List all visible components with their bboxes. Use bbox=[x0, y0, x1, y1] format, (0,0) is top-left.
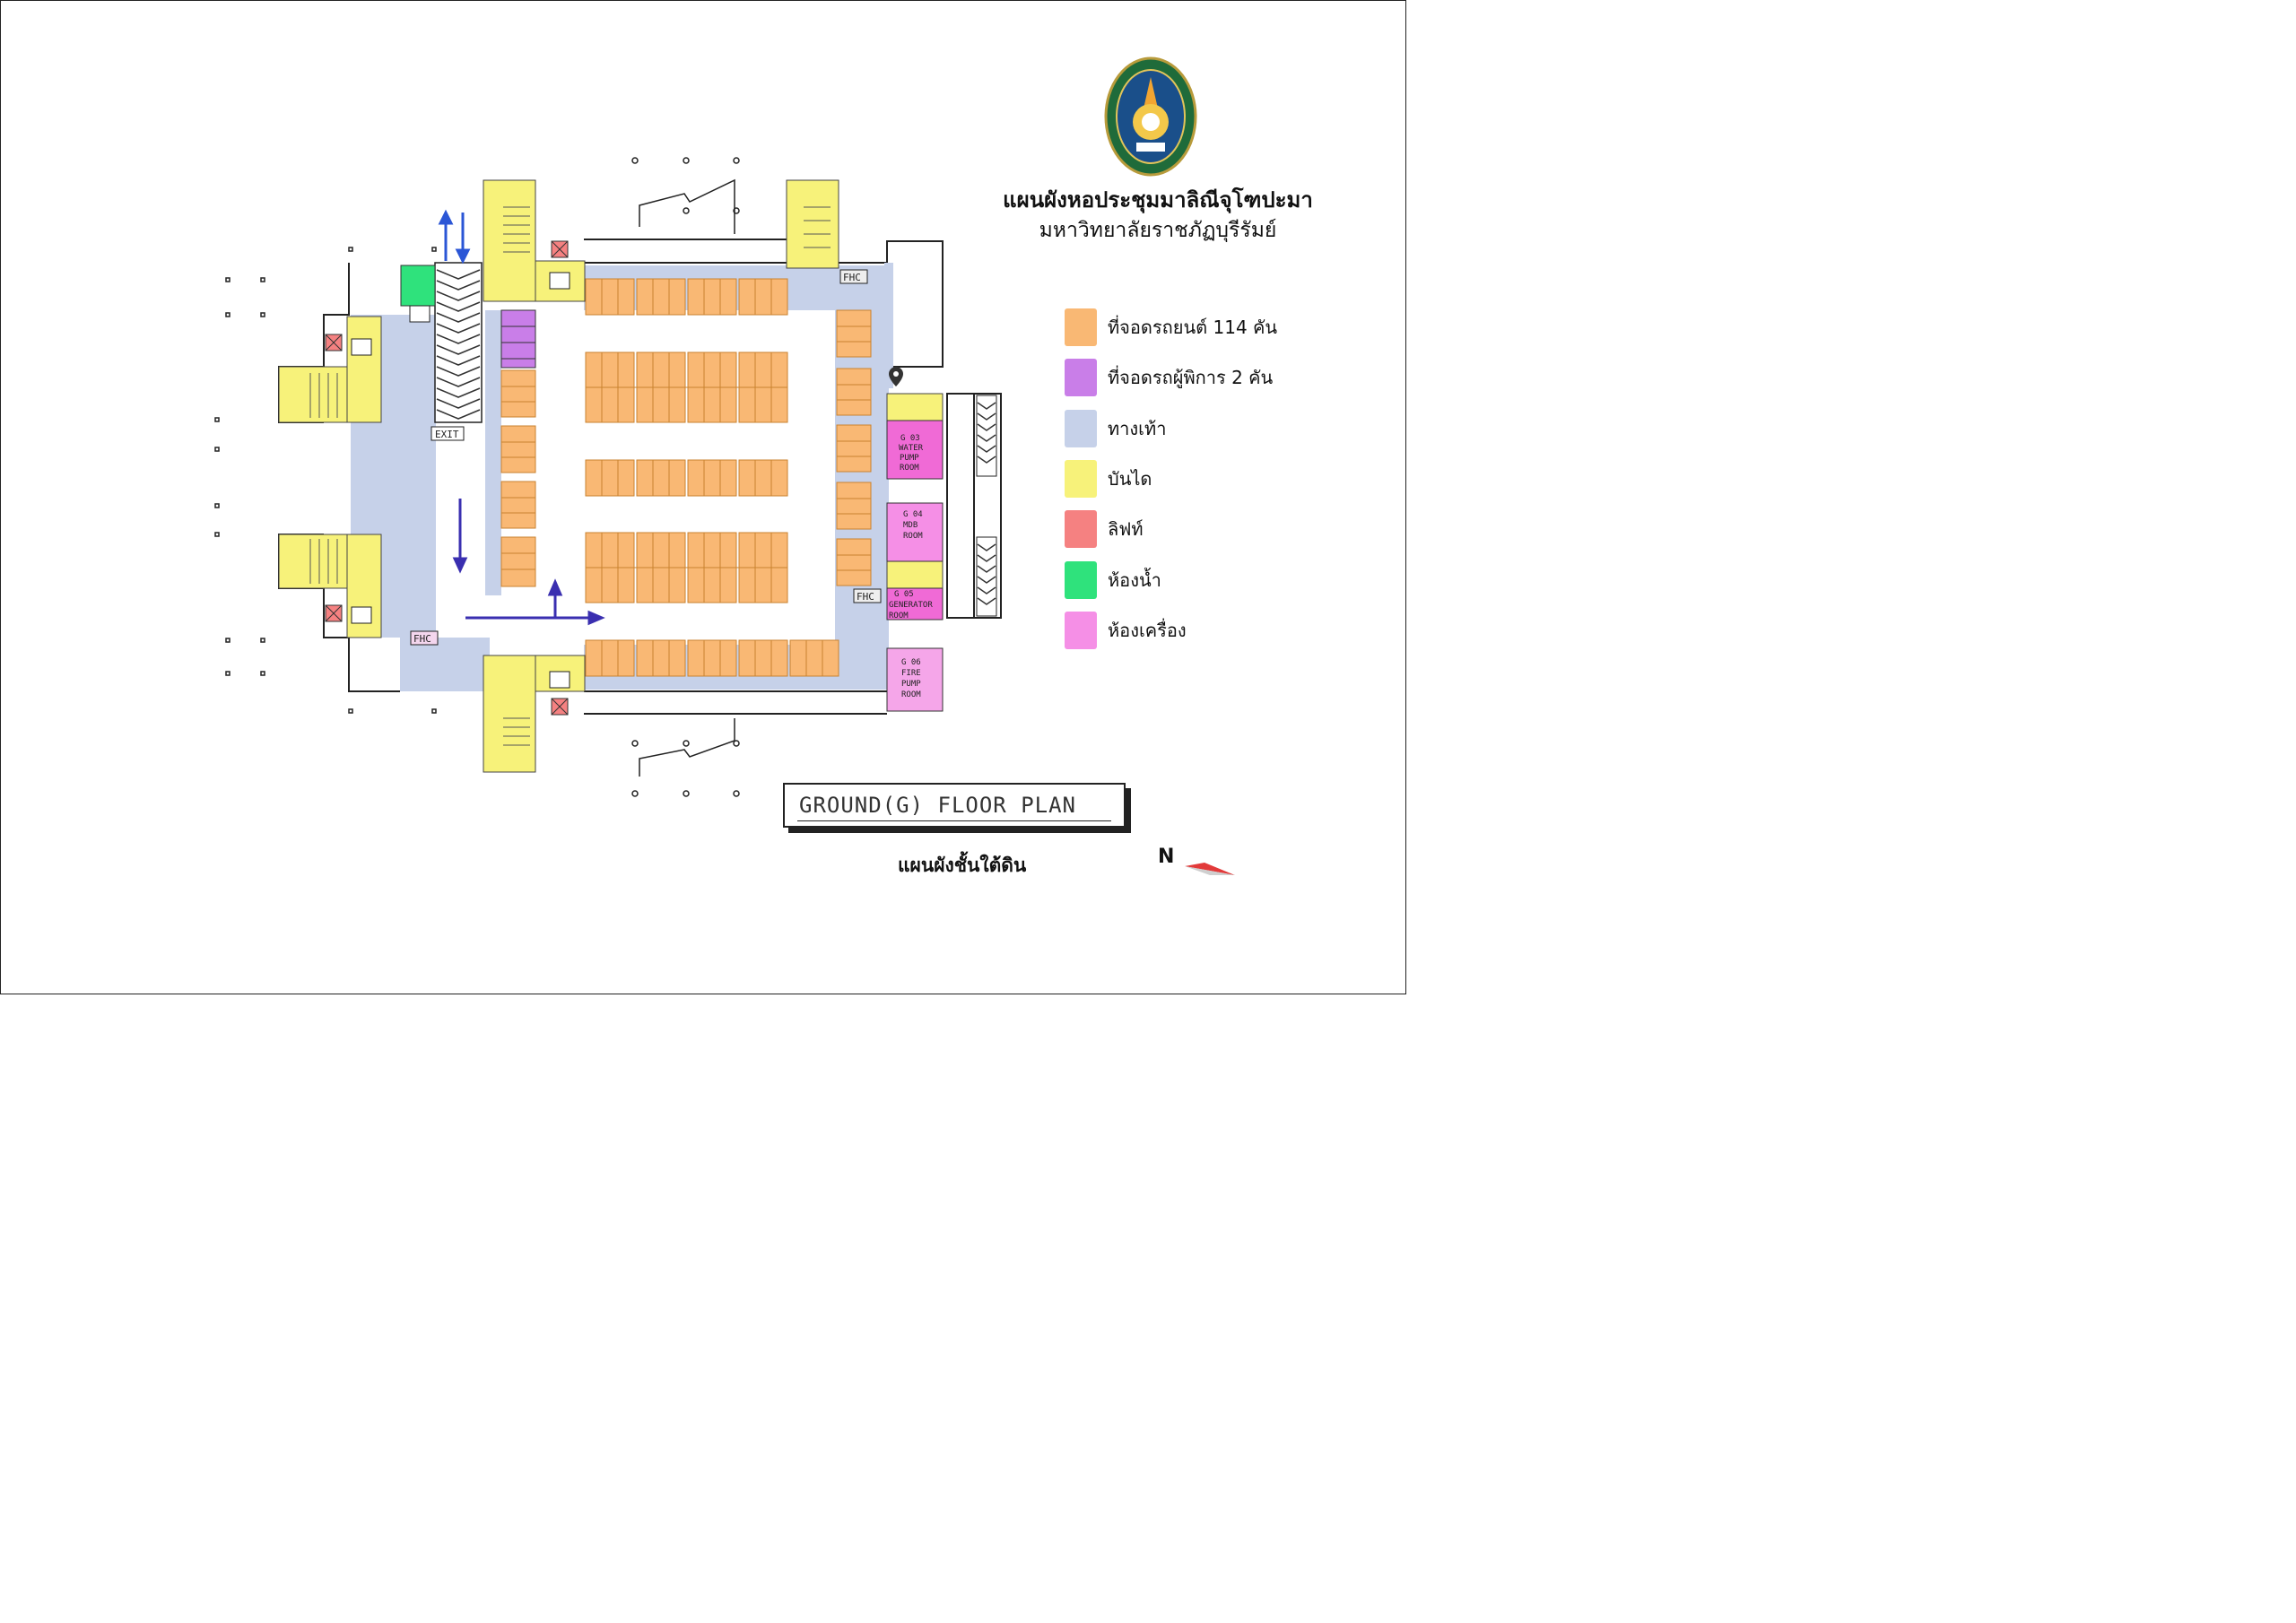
floor-plan-caption: แผนผังชั้นใต้ดิน bbox=[898, 855, 1027, 876]
driving-arrows bbox=[452, 499, 605, 626]
legend-item-disabled: ที่จอดรถผู้พิการ 2 คัน bbox=[1065, 352, 1277, 403]
fire-pump-room bbox=[886, 647, 944, 712]
legend-item-toilet: ห้องน้ำ bbox=[1065, 554, 1277, 604]
water-pump-label-3: PUMP bbox=[900, 454, 919, 463]
legend-swatch-machine bbox=[1065, 611, 1097, 649]
title-block: แผนผังหอประชุมมาลิณีจุโฑปะมา มหาวิทยาลัย… bbox=[970, 185, 1346, 246]
legend-swatch-lift bbox=[1065, 510, 1097, 549]
stairs-areas bbox=[278, 179, 944, 773]
floor-plan-page: G 03 WATER PUMP ROOM G 04 MDB ROOM G 05 … bbox=[0, 0, 1406, 994]
water-pump-label-4: ROOM bbox=[900, 464, 919, 473]
parking-top-row bbox=[585, 278, 788, 316]
mdb-label-1: G 04 bbox=[903, 510, 923, 519]
legend-swatch-toilet bbox=[1065, 560, 1097, 599]
generator-label-3: ROOM bbox=[889, 612, 909, 621]
page-title: แผนผังหอประชุมมาลิณีจุโฑปะมา bbox=[1003, 187, 1313, 213]
parking-right-column bbox=[836, 309, 872, 586]
mdb-label-2: MDB bbox=[903, 521, 918, 530]
legend-item-parking: ที่จอดรถยนต์ 114 คัน bbox=[1065, 302, 1277, 352]
legend-label-walkway: ทางเท้า bbox=[1108, 417, 1167, 439]
legend-item-stairs: บันได bbox=[1065, 454, 1277, 504]
legend: ที่จอดรถยนต์ 114 คัน ที่จอดรถผู้พิการ 2 … bbox=[1065, 302, 1277, 655]
direction-arrows bbox=[438, 209, 471, 265]
parking-left-column bbox=[500, 369, 536, 587]
machine-rooms bbox=[886, 420, 944, 712]
toilet-room bbox=[400, 265, 436, 307]
water-pump-label-2: WATER bbox=[899, 444, 924, 453]
machine-room-labels: G 03 WATER PUMP ROOM G 04 MDB ROOM G 05 … bbox=[889, 434, 933, 699]
floor-plan-drawing: G 03 WATER PUMP ROOM G 04 MDB ROOM G 05 … bbox=[214, 157, 1002, 797]
stair-treads bbox=[309, 206, 831, 746]
legend-label-disabled: ที่จอดรถผู้พิการ 2 คัน bbox=[1108, 367, 1274, 389]
floor-plan-title-underline bbox=[797, 820, 1111, 821]
break-lines bbox=[639, 178, 735, 777]
generator-label-2: GENERATOR bbox=[889, 601, 933, 610]
water-pump-room bbox=[886, 420, 944, 480]
fhc-label-left: FHC bbox=[413, 633, 431, 645]
legend-swatch-parking bbox=[1065, 308, 1097, 347]
legend-swatch-stairs bbox=[1065, 460, 1097, 499]
floor-plan-title: GROUND(G) FLOOR PLAN bbox=[799, 793, 1076, 818]
legend-label-parking: ที่จอดรถยนต์ 114 คัน bbox=[1108, 317, 1278, 339]
legend-swatch-disabled bbox=[1065, 359, 1097, 397]
legend-label-machine: ห้องเครื่อง bbox=[1108, 619, 1187, 641]
legend-item-walkway: ทางเท้า bbox=[1065, 404, 1277, 454]
university-logo bbox=[1104, 56, 1197, 177]
floor-plan-title-box: GROUND(G) FLOOR PLAN bbox=[783, 783, 1126, 828]
page-subtitle: มหาวิทยาลัยราชภัฏบุรีรัมย์ bbox=[1039, 219, 1277, 242]
mdb-label-3: ROOM bbox=[903, 532, 923, 541]
fhc-label-top: FHC bbox=[843, 272, 861, 283]
location-pin-icon bbox=[889, 367, 903, 386]
fire-pump-label-1: G 06 bbox=[901, 658, 921, 667]
exit-sign: EXIT bbox=[430, 426, 465, 441]
fire-pump-label-3: PUMP bbox=[901, 680, 921, 689]
parking-block-2 bbox=[585, 459, 788, 497]
lift-cross-marks bbox=[325, 240, 569, 716]
legend-label-lift: ลิฟท์ bbox=[1108, 518, 1144, 541]
svg-text:EXIT: EXIT bbox=[435, 429, 459, 440]
fhc-label-right: FHC bbox=[857, 591, 874, 603]
fire-pump-label-4: ROOM bbox=[901, 690, 921, 699]
legend-item-lift: ลิฟท์ bbox=[1065, 504, 1277, 554]
stall-divider-lines bbox=[501, 279, 871, 676]
generator-label-1: G 05 bbox=[894, 590, 914, 599]
legend-item-machine: ห้องเครื่อง bbox=[1065, 605, 1277, 655]
fhc-labels: FHC FHC FHC bbox=[410, 269, 882, 646]
disabled-parking bbox=[500, 309, 536, 369]
legend-label-stairs: บันได bbox=[1108, 468, 1152, 490]
legend-swatch-walkway bbox=[1065, 409, 1097, 447]
water-pump-label-1: G 03 bbox=[900, 434, 920, 443]
lift-icons bbox=[351, 272, 570, 689]
mdb-room bbox=[886, 502, 944, 562]
fire-pump-label-2: FIRE bbox=[901, 669, 921, 678]
structural-columns bbox=[214, 157, 740, 797]
generator-room bbox=[886, 587, 944, 621]
ramp bbox=[434, 262, 997, 617]
north-arrow-icon bbox=[1185, 863, 1235, 875]
legend-label-toilet: ห้องน้ำ bbox=[1108, 568, 1161, 591]
north-label: N bbox=[1158, 846, 1175, 868]
parking-bottom-row bbox=[585, 639, 839, 677]
